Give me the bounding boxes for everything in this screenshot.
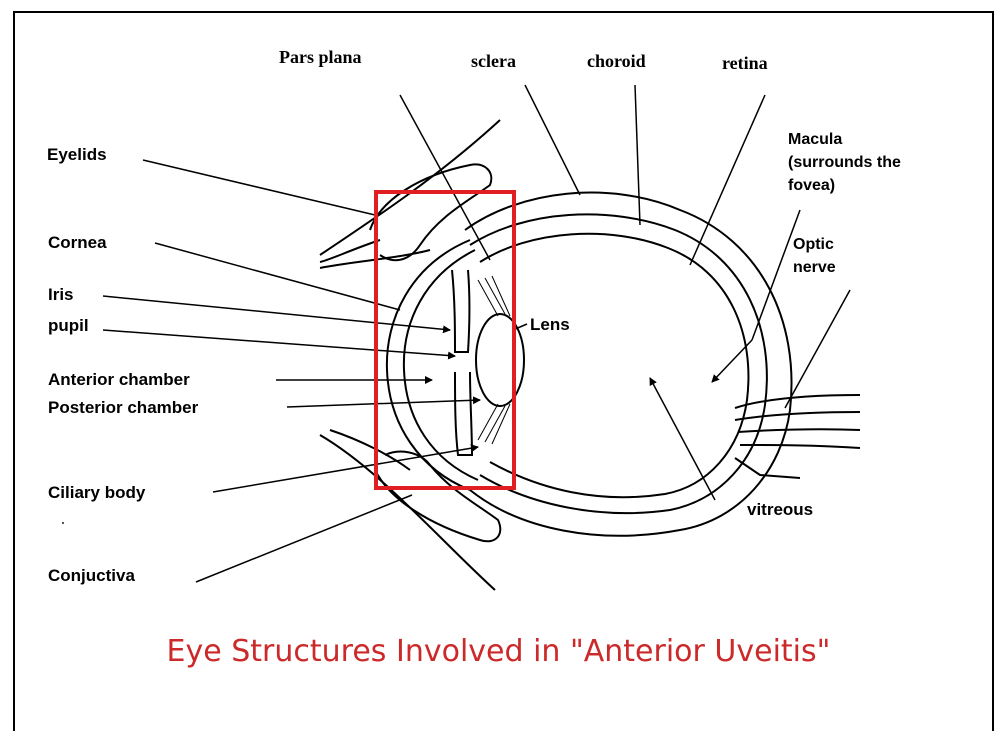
caption: Eye Structures Involved in "Anterior Uve… [0, 634, 997, 669]
leader-eyelids [143, 160, 375, 215]
zonule-upper [478, 276, 510, 316]
label-optic-line2: nerve [793, 258, 836, 277]
iris-upper [452, 270, 470, 352]
leader-ciliary [213, 447, 478, 492]
retina-outline [480, 234, 748, 497]
leader-sclera [525, 85, 580, 195]
label-choroid: choroid [587, 52, 646, 71]
leader-optic [785, 290, 850, 408]
leader-pars-plana [400, 95, 490, 260]
label-iris: Iris [48, 285, 74, 304]
leader-iris [103, 296, 450, 330]
label-pars-plana: Pars plana [279, 48, 362, 67]
stray-dot [62, 522, 64, 524]
label-optic-line1: Optic [793, 235, 834, 254]
leader-choroid [635, 85, 640, 225]
label-pupil: pupil [48, 316, 89, 335]
label-conjuctiva: Conjuctiva [48, 566, 135, 585]
cornea-inner [404, 250, 478, 480]
leader-macula-arrow [712, 340, 752, 382]
label-macula-line3: fovea) [788, 176, 835, 195]
eye-diagram [0, 0, 997, 705]
label-eyelids: Eyelids [47, 145, 107, 164]
zonule-lower [478, 404, 510, 444]
leader-posterior [287, 400, 480, 407]
label-sclera: sclera [471, 52, 516, 71]
label-anterior-chamber: Anterior chamber [48, 370, 190, 389]
leader-retina [690, 95, 765, 265]
label-lens: Lens [530, 315, 570, 334]
leader-vitreous [650, 378, 715, 500]
leader-cornea [155, 243, 400, 310]
optic-nerve [735, 395, 860, 448]
label-macula-line2: (surrounds the [788, 153, 901, 172]
label-vitreous: vitreous [747, 500, 813, 519]
leader-conjuctiva [196, 495, 412, 582]
leader-pupil [103, 330, 455, 356]
lower-eyelid [375, 452, 500, 542]
label-ciliary-body: Ciliary body [48, 483, 145, 502]
label-posterior-chamber: Posterior chamber [48, 398, 198, 417]
highlight-box [376, 192, 514, 488]
label-cornea: Cornea [48, 233, 107, 252]
label-retina: retina [722, 54, 768, 73]
iris-lower [455, 372, 472, 455]
label-macula-line1: Macula [788, 130, 842, 149]
